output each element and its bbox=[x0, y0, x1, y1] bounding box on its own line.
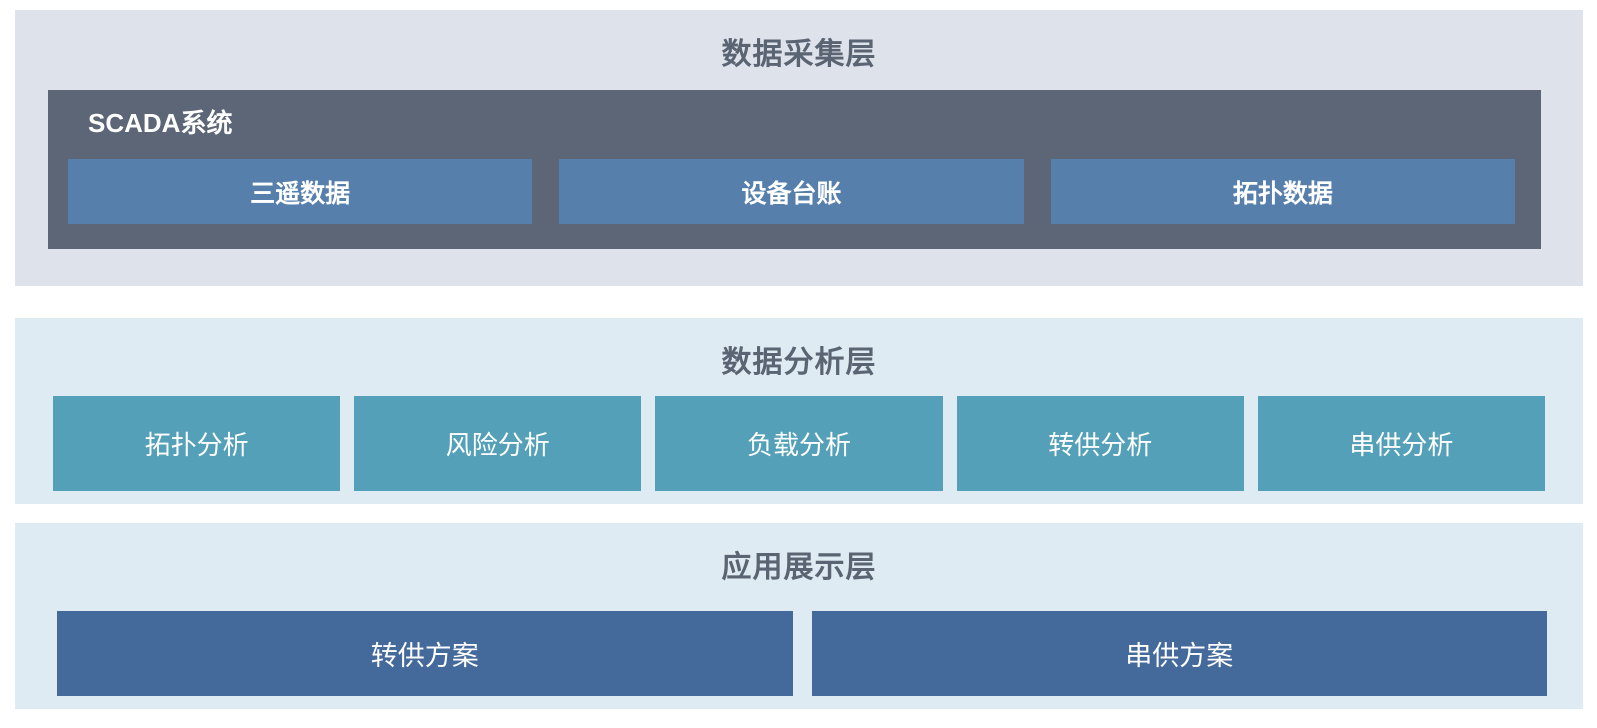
box-load-analysis: 负载分析 bbox=[655, 396, 943, 491]
data-acquisition-layer-title: 数据采集层 bbox=[721, 38, 877, 71]
box-three-remote-data: 三遥数据 bbox=[68, 159, 533, 224]
box-topology-analysis: 拓扑分析 bbox=[53, 396, 341, 491]
data-analysis-layer-title: 数据分析层 bbox=[721, 346, 877, 379]
scada-system-label: SCADA系统 bbox=[88, 108, 233, 138]
box-series-supply-analysis: 串供分析 bbox=[1257, 396, 1546, 491]
application-row: 转供方案 串供方案 bbox=[57, 611, 1547, 696]
box-risk-analysis: 风险分析 bbox=[354, 396, 642, 491]
scada-data-row: 三遥数据 设备台账 拓扑数据 bbox=[68, 159, 1515, 224]
data-acquisition-layer: 数据采集层 SCADA系统 三遥数据 设备台账 拓扑数据 bbox=[15, 10, 1583, 286]
box-series-supply-plan: 串供方案 bbox=[811, 611, 1547, 696]
application-display-layer: 应用展示层 转供方案 串供方案 bbox=[15, 523, 1583, 709]
analysis-row: 拓扑分析 风险分析 负载分析 转供分析 串供分析 bbox=[53, 396, 1546, 491]
scada-system-container: SCADA系统 三遥数据 设备台账 拓扑数据 bbox=[48, 90, 1541, 249]
box-transfer-supply-plan: 转供方案 bbox=[57, 611, 793, 696]
box-transfer-supply-analysis: 转供分析 bbox=[956, 396, 1244, 491]
box-topology-data: 拓扑数据 bbox=[1050, 159, 1515, 224]
data-analysis-layer: 数据分析层 拓扑分析 风险分析 负载分析 转供分析 串供分析 bbox=[15, 318, 1583, 504]
application-display-layer-title: 应用展示层 bbox=[721, 551, 877, 584]
box-equipment-ledger: 设备台账 bbox=[559, 159, 1024, 224]
